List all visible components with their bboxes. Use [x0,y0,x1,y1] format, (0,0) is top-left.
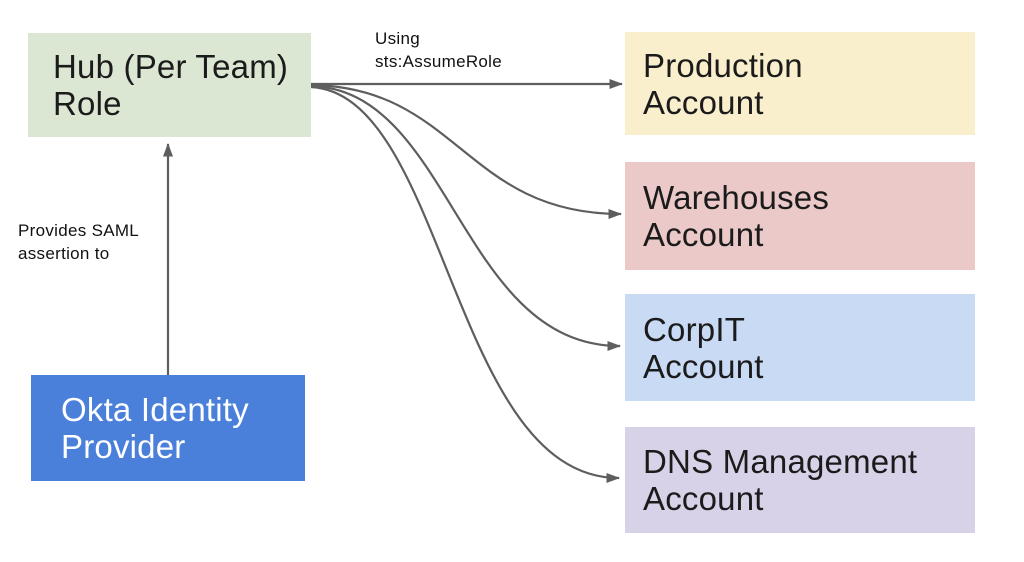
arrow-hub-to-dns [310,85,620,483]
arrow-hub-to-warehouses [310,83,622,219]
assume-role-edge-label: Using sts:AssumeRole [375,27,502,73]
hub-role-label-line1: Hub (Per Team) [53,48,289,85]
warehouses-account-label-line2: Account [643,216,764,253]
dns-management-account-label-line1: DNS Management [643,443,918,480]
corpit-account-label-line1: CorpIT [643,310,746,348]
arrow-hub-to-corpit [310,84,621,351]
saml-assertion-edge-label: Provides SAML assertion to [18,219,139,265]
production-account-label-line2: Account [643,83,764,121]
production-account-label-line1: Production [643,46,803,84]
dns-management-account-node: DNS Management Account [625,427,975,533]
okta-idp-label-line1: Okta Identity [61,391,249,428]
saml-assertion-edge-label-line1: Provides SAML [18,221,140,240]
saml-assertion-edge-label-line2: assertion to [18,244,110,263]
hub-role-node: Hub (Per Team) Role [28,33,311,137]
production-account-node: Production Account [625,32,975,135]
corpit-account-node: CorpIT Account [625,294,975,401]
okta-identity-provider-node: Okta Identity Provider [31,375,305,481]
assume-role-edge-label-line1: Using [375,29,420,48]
dns-management-account-label-line2: Account [643,480,764,517]
assume-role-edge-label-line2: sts:AssumeRole [375,52,503,71]
warehouses-account-label-line1: Warehouses [643,179,830,216]
hub-role-label-line2: Role [53,85,122,122]
corpit-account-label-line2: Account [643,347,764,385]
warehouses-account-node: Warehouses Account [625,162,975,270]
okta-idp-label-line2: Provider [61,428,186,465]
